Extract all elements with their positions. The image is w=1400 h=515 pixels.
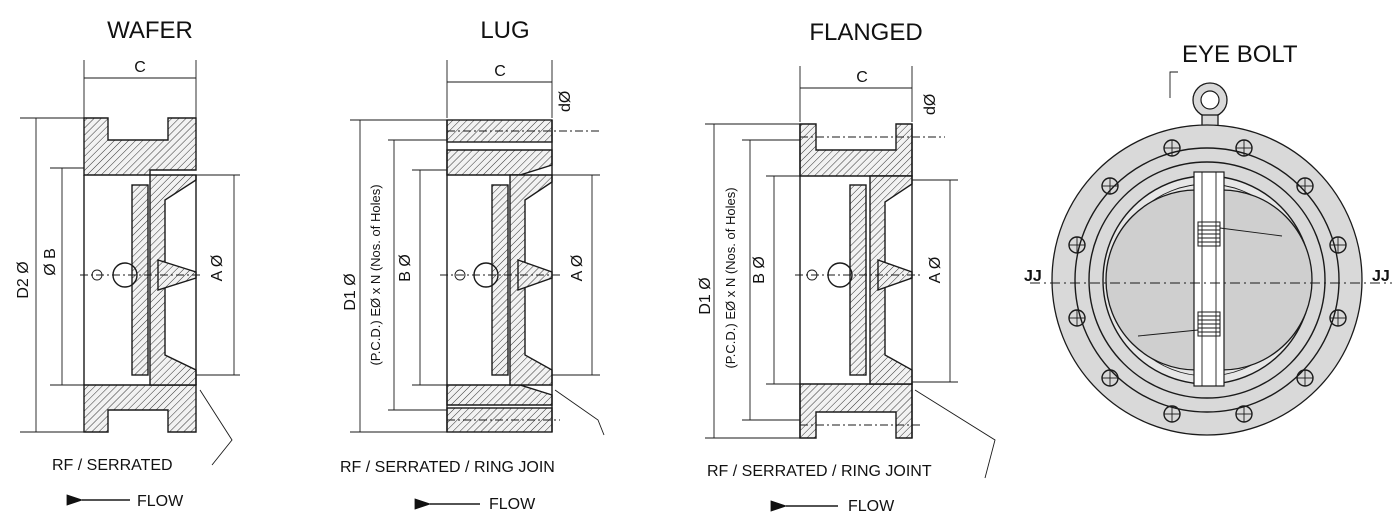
- flanged-dim-a: A Ø: [927, 257, 944, 284]
- flanged-dim-d: dØ: [922, 94, 939, 115]
- lug-pcd: (P.C.D.) EØ x N (Nos. of Holes): [368, 184, 383, 365]
- wafer-body-bottom: [83, 384, 197, 433]
- wafer-view: WAFER C D2 Ø Ø B A Ø: [15, 17, 240, 510]
- lug-dim-d: dØ: [557, 91, 574, 112]
- flanged-pcd: (P.C.D.) EØ x N (Nos. of Holes): [723, 187, 738, 368]
- flanged-title: FLANGED: [809, 19, 922, 46]
- eye-bolt-label: EYE BOLT: [1182, 41, 1298, 68]
- section-label-right: JJ: [1372, 268, 1390, 285]
- flanged-dim-b: B Ø: [751, 256, 768, 284]
- wafer-face-note: RF / SERRATED: [52, 457, 173, 474]
- lug-dim-a: A Ø: [569, 255, 586, 282]
- lug-flow: FLOW: [489, 496, 536, 513]
- wafer-dim-b: Ø B: [42, 248, 59, 276]
- flanged-body-bottom: [799, 383, 913, 439]
- wafer-title: WAFER: [107, 17, 193, 44]
- wafer-dim-d2: D2 Ø: [15, 261, 32, 298]
- wafer-disc: [131, 184, 149, 376]
- lug-face-note: RF / SERRATED / RING JOIN: [340, 459, 555, 476]
- flanged-disc: [849, 184, 867, 376]
- lug-title: LUG: [480, 17, 529, 44]
- front-view: EYE BOLT: [1024, 41, 1392, 436]
- wafer-dim-c: C: [134, 59, 146, 76]
- front-hinge-pin: [1193, 171, 1225, 387]
- wafer-flow: FLOW: [137, 493, 184, 510]
- bolt-holes: [1068, 139, 1347, 423]
- lug-dim-d1: D1 Ø: [342, 273, 359, 310]
- lug-dim-b: B Ø: [397, 254, 414, 282]
- flanged-dim-d1: D1 Ø: [697, 277, 714, 314]
- flanged-dim-c: C: [856, 69, 868, 86]
- front-disc-right: [1221, 189, 1313, 371]
- flanged-face-note: RF / SERRATED / RING JOINT: [707, 463, 932, 480]
- torsion-springs: [1137, 221, 1283, 337]
- flanged-body-top: [799, 123, 913, 177]
- section-label-left: JJ: [1024, 268, 1042, 285]
- lug-dim-c: C: [494, 63, 506, 80]
- flanged-view: FLANGED C dØ D1 Ø (P.C.D.) EØ x N (Nos. …: [697, 19, 996, 515]
- lug-view: LUG C dØ D1 Ø (P.C.D.) EØ x N (Nos. of H…: [340, 17, 605, 513]
- flanged-flow: FLOW: [848, 498, 895, 515]
- wafer-body-top: [83, 117, 197, 176]
- lug-disc: [491, 184, 509, 376]
- front-disc-left: [1105, 189, 1197, 371]
- wafer-dim-a: A Ø: [209, 255, 226, 282]
